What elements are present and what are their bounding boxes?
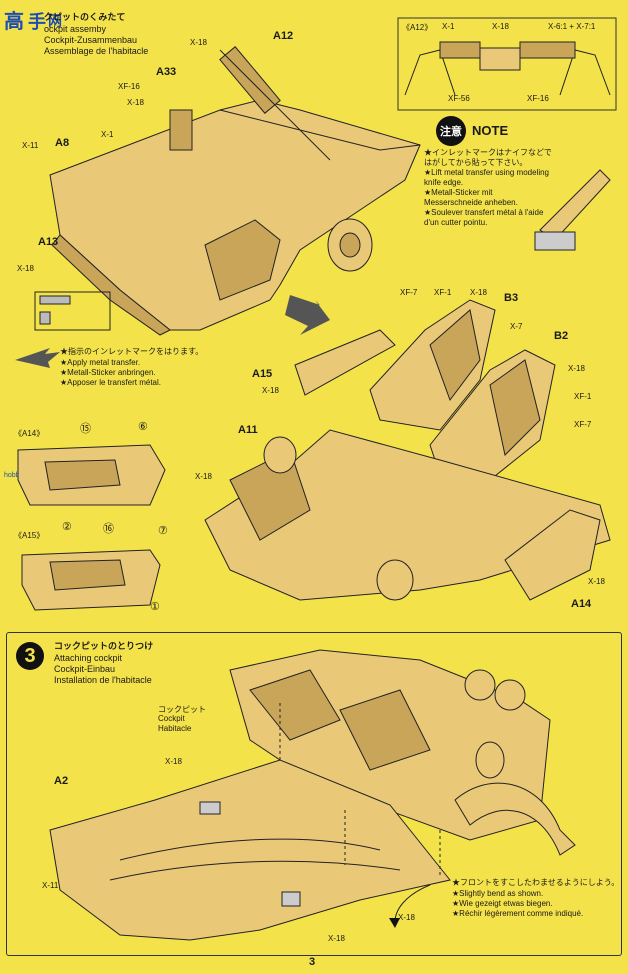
- svg-text:手: 手: [28, 11, 46, 33]
- logo-icon: 高 手 网: [4, 9, 62, 33]
- note-badge: 注意: [436, 116, 466, 146]
- knife-illustration: [539, 169, 611, 241]
- inset-label-x1: X-1: [442, 22, 455, 31]
- svg-text:网: 网: [48, 14, 62, 30]
- label-a11: A11: [238, 424, 258, 436]
- label-xf7-a: XF-7: [400, 288, 418, 297]
- step3-diagram: [49, 649, 576, 941]
- label-x18-j: X-18: [398, 913, 415, 922]
- watermark-logo: 高 手 网: [2, 4, 66, 48]
- label-x18-g: X-18: [195, 472, 212, 481]
- radiator-fan-2: [494, 679, 526, 711]
- label-xf16-a: XF-16: [118, 82, 140, 91]
- label-xf1-a: XF-1: [434, 288, 452, 297]
- bend-fr: ★Réchir légèrement comme indiqué.: [452, 909, 584, 918]
- part-a33: [169, 109, 193, 151]
- door-panel-a15: [294, 329, 396, 396]
- label-x18-e: X-18: [568, 364, 585, 373]
- cockpit-tub-diagram: [15, 17, 617, 611]
- inset-label-xf56: XF-56: [448, 94, 470, 103]
- label-x18-i: X-18: [165, 757, 182, 766]
- label-n15: ⑮: [80, 423, 91, 435]
- step2-title-fr: Assemblage de l'habitacle: [44, 46, 149, 56]
- label-n16: ⑯: [103, 523, 114, 535]
- step2-title-jp: クピットのくみたて: [44, 12, 126, 22]
- label-x18-f: X-18: [262, 386, 279, 395]
- note-fr: ★Soulever transfert métal à l'aide d'un …: [424, 208, 544, 227]
- label-b3: B3: [504, 292, 519, 304]
- label-n2: ②: [62, 521, 72, 533]
- label-x7: X-7: [510, 322, 523, 331]
- label-a13: A13: [38, 236, 59, 248]
- svg-text:高: 高: [4, 9, 24, 33]
- label-a15: A15: [252, 368, 273, 380]
- tub-side: [51, 234, 171, 336]
- note-en: ★Lift metal transfer using modeling knif…: [424, 168, 550, 187]
- label-xf1-b: XF-1: [574, 392, 592, 401]
- step3-title-en: Attaching cockpit: [54, 653, 123, 663]
- undertray-a2: [49, 759, 451, 941]
- label-n6: ⑥: [138, 421, 148, 433]
- label-n1: ①: [150, 601, 160, 613]
- label-x11-b: X-11: [42, 881, 59, 890]
- inset-a15-title: 《A15》: [14, 531, 45, 540]
- page-number: 3: [309, 956, 316, 968]
- step2-title-de: Cockpit-Zusammenbau: [44, 35, 138, 45]
- cockpit-label-fr: Habitacle: [158, 724, 192, 733]
- apply-en: ★Apply metal transfer.: [60, 358, 141, 367]
- inset-a12-title: 《A12》: [402, 23, 433, 32]
- bend-jp: ★フロントをすこしたわませるようにしよう。: [452, 878, 620, 887]
- bend-de: ★Wie gezeigt etwas biegen.: [452, 899, 553, 908]
- inset-a12-frame: [397, 17, 617, 111]
- label-x18-d: X-18: [470, 288, 487, 297]
- seat-area: [204, 219, 281, 301]
- apply-fr: ★Apposer le transfert métal.: [60, 378, 161, 387]
- label-n7: ⑦: [158, 525, 168, 537]
- label-a8: A8: [55, 137, 70, 149]
- step3-number: 3: [16, 642, 44, 670]
- label-x18-k: X-18: [328, 934, 345, 943]
- label-a14: A14: [571, 598, 592, 610]
- label-x18-c: X-18: [17, 264, 34, 273]
- door-panel-a14: [504, 509, 601, 601]
- step3-title-jp: コックピットのとりつけ: [54, 641, 154, 651]
- label-xf7-b: XF-7: [574, 420, 592, 429]
- label-x18-b: X-18: [127, 98, 144, 107]
- label-x18-h: X-18: [588, 577, 605, 586]
- metal-transfer-sheet: [34, 291, 111, 331]
- note-title: NOTE: [472, 123, 509, 138]
- bend-en: ★Slightly bend as shown.: [452, 889, 544, 898]
- label-a2: A2: [54, 775, 69, 787]
- step3-title-fr: Installation de l'habitacle: [54, 675, 152, 685]
- apply-jp: ★指示のインレットマークをはります。: [60, 347, 204, 356]
- label-b2: B2: [554, 330, 569, 342]
- step3-title-de: Cockpit-Einbau: [54, 664, 116, 674]
- front-wheel-lower: [376, 559, 414, 601]
- cockpit-label-jp: コックピット: [158, 705, 206, 714]
- label-a33: A33: [156, 66, 177, 78]
- step3-wheel: [475, 741, 505, 779]
- inset-label-xf16: XF-16: [527, 94, 549, 103]
- step3-frame: [6, 632, 622, 956]
- cockpit-label-en: Cockpit: [158, 714, 185, 723]
- step2-title-en: ockpit assemby: [44, 24, 107, 34]
- label-x1-a: X-1: [101, 130, 114, 139]
- inset-label-x6: X-6:1 + X-7:1: [548, 22, 596, 31]
- inset-label-x18: X-18: [492, 22, 509, 31]
- wheel-arch: [454, 782, 576, 856]
- apply-de: ★Metall-Sticker anbringen.: [60, 368, 156, 377]
- note-de: ★Metall-Sticker mit Messerschneide anheb…: [424, 188, 518, 207]
- direction-arrow: [285, 295, 330, 335]
- radiator-fan-1: [464, 669, 496, 701]
- label-x18-a: X-18: [190, 38, 207, 47]
- note-jp: ★インレットマークはナイフなどで はがしてから貼って下さい。: [424, 148, 552, 167]
- rear-wheel: [263, 436, 297, 474]
- label-a12-top: A12: [273, 30, 294, 42]
- label-x11-a: X-11: [22, 141, 39, 150]
- inset-a14-title: 《A14》: [14, 429, 45, 438]
- apply-arrow: [15, 348, 60, 368]
- tub-rear: [219, 99, 421, 151]
